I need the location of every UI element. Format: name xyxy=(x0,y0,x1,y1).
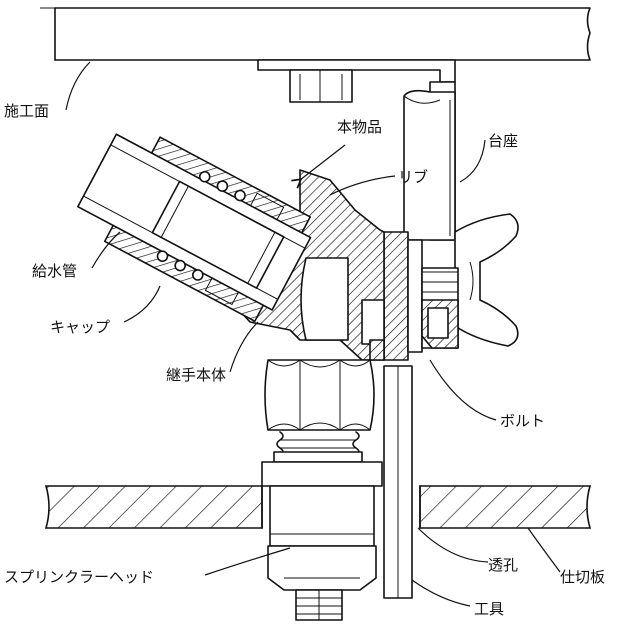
sprinkler-head xyxy=(262,462,382,620)
mount-bracket xyxy=(404,82,455,240)
wing-nut xyxy=(455,214,518,346)
label-cap: キャップ xyxy=(50,318,110,336)
threaded-neck xyxy=(274,432,362,462)
label-construction-surface: 施工面 xyxy=(4,102,49,120)
hex-nut xyxy=(265,360,374,430)
bolt-assembly xyxy=(384,232,458,360)
construction-surface xyxy=(40,8,590,60)
label-water-pipe: 給水管 xyxy=(32,262,77,280)
label-bolt: ボルト xyxy=(500,412,545,430)
label-sprinkler-head: スプリンクラーヘッド xyxy=(4,568,154,586)
label-product: 本物品 xyxy=(337,118,382,136)
tool-bar xyxy=(384,366,412,598)
label-rib: リブ xyxy=(398,168,428,186)
label-tool: 工具 xyxy=(474,600,504,618)
label-joint-body: 継手本体 xyxy=(166,366,226,384)
label-partition-plate: 仕切板 xyxy=(560,568,605,586)
label-through-hole: 透孔 xyxy=(488,556,518,574)
label-mount: 台座 xyxy=(488,132,518,150)
